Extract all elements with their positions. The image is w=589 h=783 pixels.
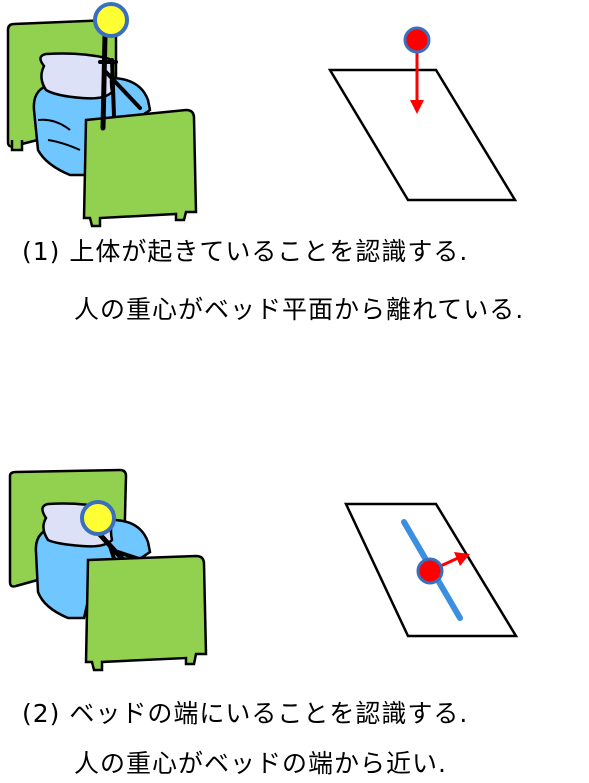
bed-footboard <box>82 108 198 228</box>
panel-at-edge: (2) ベッドの端にいることを認識する. 人の重心がベッドの端から近い. <box>0 460 589 783</box>
panel-sitting-up: (1) 上体が起きていることを認識する. 人の重心がベッド平面から離れている. <box>0 0 589 370</box>
bed-illustration <box>8 468 208 672</box>
panel-1-illustrations <box>6 2 518 228</box>
caption-1-line-2: 人の重心がベッド平面から離れている. <box>74 295 525 324</box>
bed-footboard <box>84 554 208 672</box>
bed-plane-diagram <box>327 26 518 202</box>
head <box>93 2 129 38</box>
caption-2-line-2: 人の重心がベッドの端から近い. <box>74 749 447 778</box>
edge-arrow-head <box>454 552 470 566</box>
bed-illustration <box>6 2 198 228</box>
mattress-fold <box>37 118 81 151</box>
headboard-leg <box>10 140 24 152</box>
caption-2-line-1: (2) ベッドの端にいることを認識する. <box>22 699 469 728</box>
arrow-head <box>410 100 424 114</box>
bed-plane <box>327 68 518 202</box>
center-of-gravity <box>403 26 431 54</box>
person-sitting <box>98 33 142 131</box>
caption-1-line-1: (1) 上体が起きていることを認識する. <box>22 237 469 266</box>
panel-2-illustrations <box>8 468 519 672</box>
center-of-gravity <box>416 557 444 585</box>
bed-plane-diagram <box>344 502 519 638</box>
head <box>80 500 116 536</box>
